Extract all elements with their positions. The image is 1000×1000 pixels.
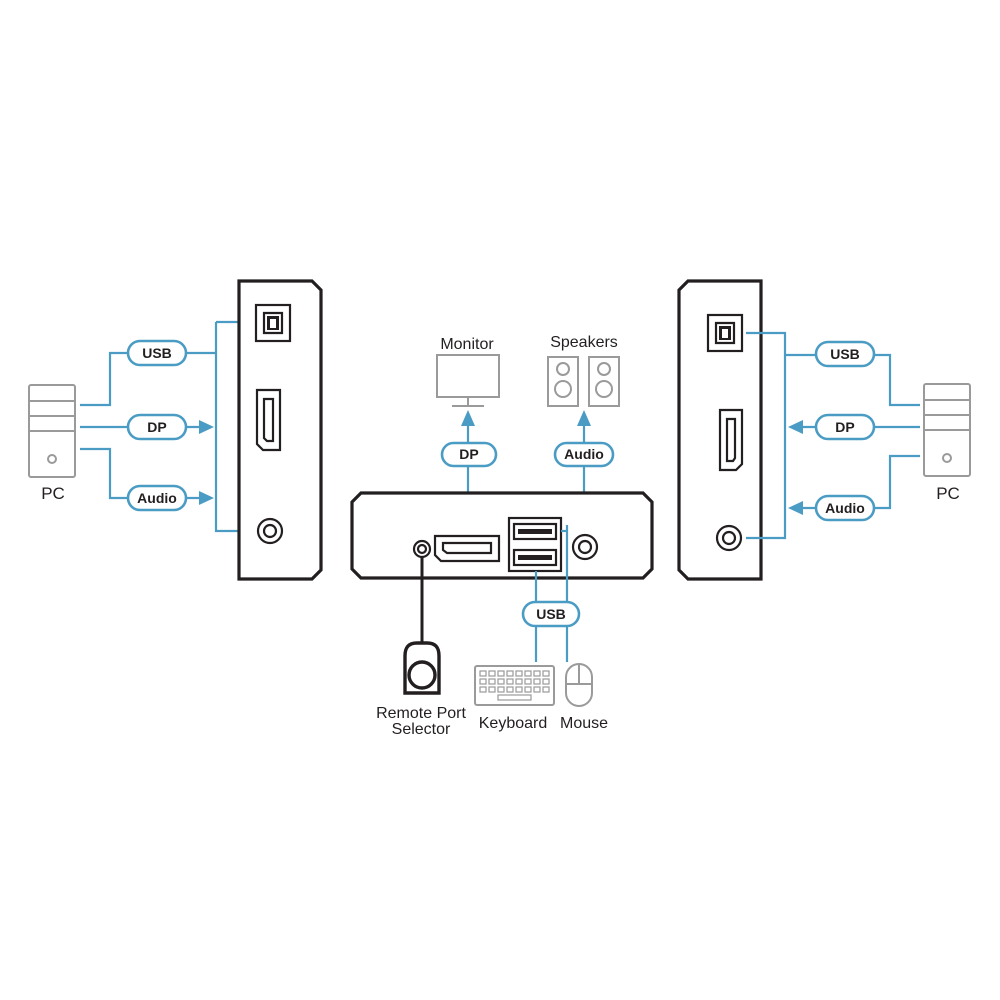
right-usb-pill: USB: [814, 340, 876, 368]
keyboard-icon: [474, 665, 555, 706]
left-pc-icon: [28, 384, 76, 478]
svg-text:DP: DP: [835, 419, 854, 435]
keyboard-key: [488, 686, 496, 693]
left-dp-pill: DP: [126, 413, 188, 441]
keyboard-key: [488, 670, 496, 677]
speakers-audio-pill: Audio: [553, 441, 615, 468]
remote-port-jack: [412, 539, 432, 559]
keyboard-key: [533, 686, 541, 693]
right-dp-pill: DP: [814, 413, 876, 441]
svg-text:DP: DP: [459, 446, 478, 462]
right-pc-icon: [923, 383, 971, 477]
svg-text:USB: USB: [536, 606, 566, 622]
keyboard-key: [515, 670, 523, 677]
keyboard-key: [506, 678, 514, 685]
right-audio-port: [715, 524, 743, 552]
right-pc-label: PC: [936, 484, 960, 503]
keyboard-key: [524, 678, 532, 685]
keyboard-key: [497, 678, 505, 685]
right-displayport-port: [718, 408, 744, 472]
keyboard-key: [506, 670, 514, 677]
keyboard-key: [533, 670, 541, 677]
keyboard-spacebar: [497, 694, 532, 701]
left-audio-port: [256, 517, 284, 545]
mouse-icon: [565, 663, 593, 707]
keyboard-label: Keyboard: [479, 715, 548, 732]
speakers-icon: [547, 356, 620, 407]
center-displayport-port: [433, 534, 501, 563]
monitor-dp-pill: DP: [440, 441, 498, 468]
svg-text:Audio: Audio: [137, 490, 177, 506]
monitor-icon: [436, 354, 500, 407]
remote-port-selector-icon: [403, 557, 441, 695]
keyboard-key: [515, 678, 523, 685]
svg-text:DP: DP: [147, 419, 166, 435]
console-usb-pill: USB: [521, 600, 581, 628]
right-usb-b-port: [706, 313, 744, 353]
svg-text:Audio: Audio: [564, 446, 604, 462]
right-audio-pill: Audio: [814, 494, 876, 522]
keyboard-key: [524, 686, 532, 693]
monitor-label: Monitor: [440, 336, 494, 353]
keyboard-key: [479, 678, 487, 685]
center-audio-port: [571, 533, 599, 561]
left-audio-pill: Audio: [126, 484, 188, 512]
left-usb-pill: USB: [126, 339, 188, 367]
svg-text:USB: USB: [830, 346, 860, 362]
keyboard-key: [524, 670, 532, 677]
left-usb-b-port: [254, 303, 292, 343]
keyboard-key: [479, 686, 487, 693]
svg-text:USB: USB: [142, 345, 172, 361]
keyboard-key: [479, 670, 487, 677]
keyboard-key: [497, 670, 505, 677]
center-kvm-front-panel: [350, 491, 654, 580]
keyboard-key: [515, 686, 523, 693]
left-kvm-side-panel: [237, 279, 323, 581]
mouse-label: Mouse: [560, 715, 608, 732]
keyboard-key: [542, 686, 550, 693]
left-displayport-port: [255, 388, 282, 452]
keyboard-key: [542, 678, 550, 685]
usb-a-ports: [507, 516, 563, 573]
keyboard-key: [542, 670, 550, 677]
remote-port-selector-label-line1: Remote Port: [376, 705, 466, 722]
keyboard-key: [533, 678, 541, 685]
left-pc-label: PC: [41, 484, 65, 503]
keyboard-key: [506, 686, 514, 693]
svg-text:Audio: Audio: [825, 500, 865, 516]
keyboard-key: [488, 678, 496, 685]
remote-port-selector-label-line2: Selector: [392, 721, 451, 738]
right-kvm-side-panel: [677, 279, 763, 581]
keyboard-key: [497, 686, 505, 693]
speakers-label: Speakers: [550, 334, 618, 351]
